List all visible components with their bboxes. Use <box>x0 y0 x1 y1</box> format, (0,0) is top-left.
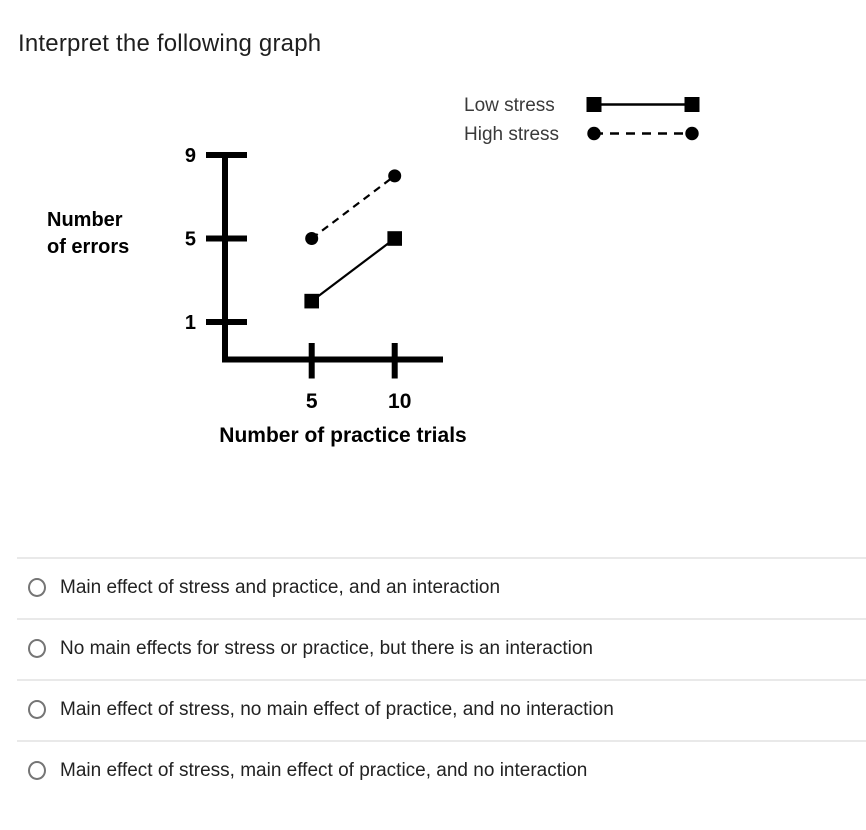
option-label[interactable]: No main effects for stress or practice, … <box>60 637 593 659</box>
radio-button[interactable] <box>28 639 46 658</box>
data-point-circle-marker <box>305 232 319 245</box>
legend-square-marker <box>684 97 700 112</box>
data-point-circle-marker <box>388 169 402 183</box>
radio-button[interactable] <box>28 761 46 780</box>
option-row[interactable]: No main effects for stress or practice, … <box>0 618 866 679</box>
x-axis-label: Number of practice trials <box>219 424 466 447</box>
radio-button[interactable] <box>28 700 46 719</box>
data-point-square-marker <box>304 293 319 309</box>
x-tick-label: 10 <box>388 390 411 413</box>
legend-label: Low stress <box>464 95 555 116</box>
y-tick-label: 9 <box>185 145 196 167</box>
legend-circle-marker <box>587 126 601 141</box>
option-row[interactable]: Main effect of stress and practice, and … <box>0 557 866 618</box>
option-label[interactable]: Main effect of stress, no main effect of… <box>60 698 614 720</box>
legend-square-marker <box>586 97 602 112</box>
y-axis-label: Number <box>47 209 123 231</box>
question-title: Interpret the following graph <box>18 30 322 57</box>
series-line <box>311 174 396 240</box>
option-label[interactable]: Main effect of stress and practice, and … <box>60 576 501 598</box>
radio-button[interactable] <box>28 578 46 597</box>
y-axis-label: of errors <box>47 236 129 258</box>
legend-label: High stress <box>464 124 559 145</box>
answer-options: Main effect of stress and practice, and … <box>0 557 866 801</box>
series-line <box>311 237 396 303</box>
data-point-square-marker <box>387 231 402 246</box>
option-row[interactable]: Main effect of stress, no main effect of… <box>0 679 866 740</box>
y-tick-label: 5 <box>185 229 196 251</box>
option-label[interactable]: Main effect of stress, main effect of pr… <box>60 759 588 781</box>
y-tick-label: 1 <box>185 312 196 334</box>
option-row[interactable]: Main effect of stress, main effect of pr… <box>0 740 866 801</box>
legend-circle-marker <box>685 126 699 141</box>
x-tick-label: 5 <box>306 390 318 413</box>
